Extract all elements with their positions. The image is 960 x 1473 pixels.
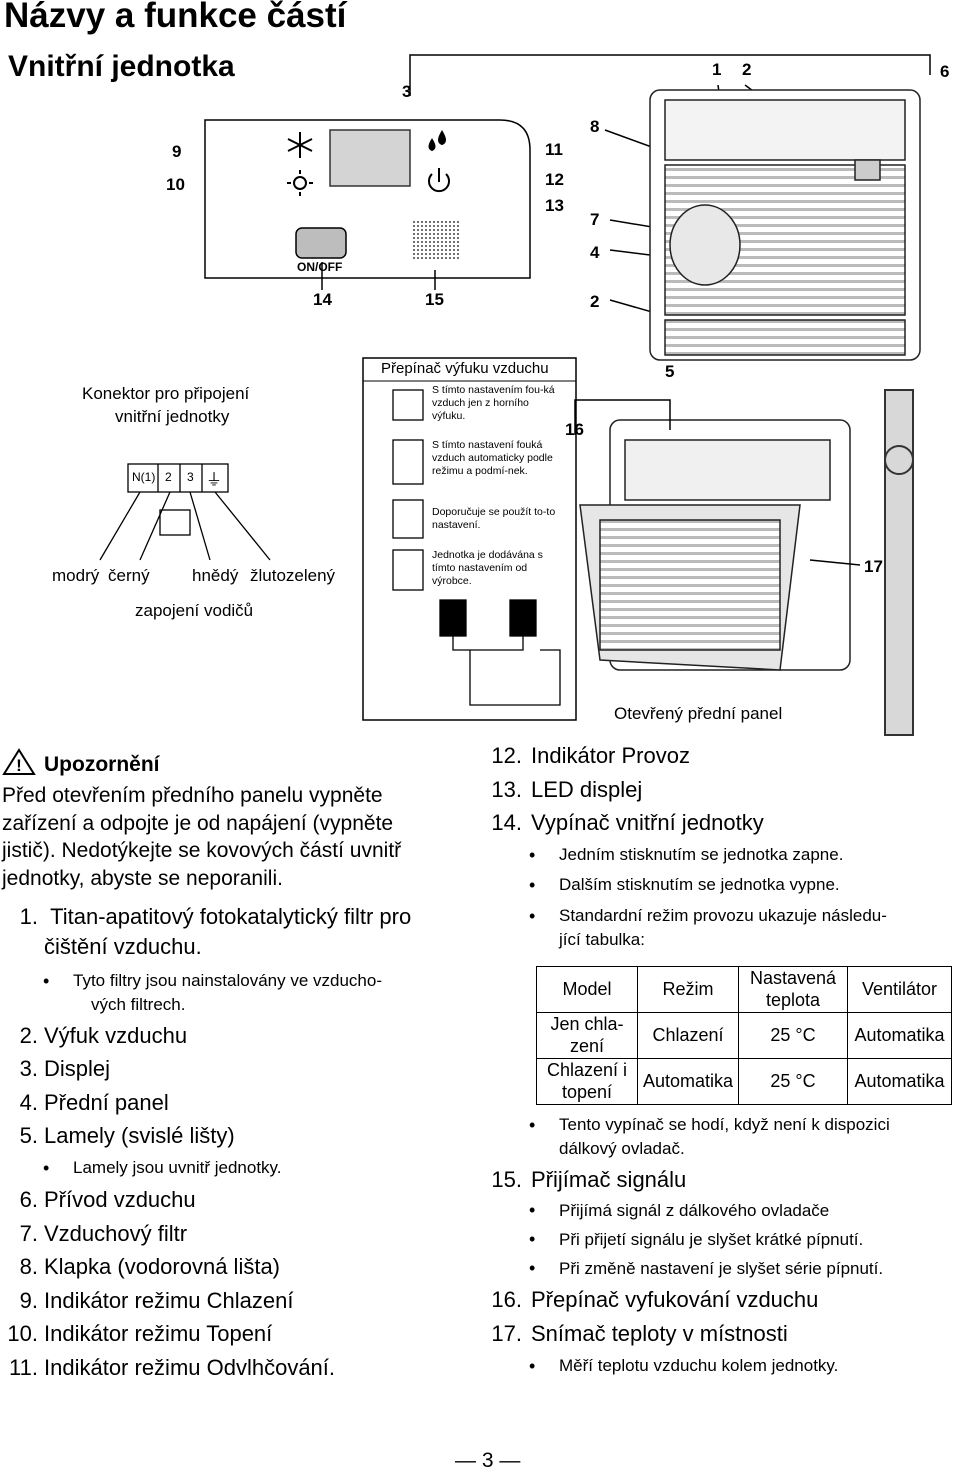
table-cell: Automatika xyxy=(847,1057,952,1105)
switch-option-1: S tímto nastavením fou-ká vzduch jen z h… xyxy=(432,384,555,422)
list-item-15-bullet-2: Při přijetí signálu je slyšet krátké píp… xyxy=(529,1225,958,1254)
terminal-n1: N(1) xyxy=(132,470,156,484)
list-item-6: 6.Přívod vzduchu xyxy=(19,1186,196,1212)
page-title: Názvy a funkce částí xyxy=(4,0,347,35)
warning-line-3: jistič). Nedotýkejte se kovových částí u… xyxy=(2,839,402,862)
list-item-14-bullet-4: Tento vypínač se hodí, když není k dispo… xyxy=(529,1113,958,1161)
callout-13: 13 xyxy=(545,196,564,215)
default-mode-table: Model Režim Nastavená teplota Ventilátor… xyxy=(536,965,952,1105)
connector-title-line2: vnitřní jednotky xyxy=(115,407,230,426)
list-item-17: 17.Snímač teploty v místnosti xyxy=(491,1320,788,1346)
callout-15: 15 xyxy=(425,290,444,309)
list-item-15-bullet-1: Přijímá signál z dálkového ovladače xyxy=(529,1196,958,1225)
list-item-11: 11.Indikátor režimu Odvlhčování. xyxy=(9,1354,336,1380)
indoor-unit-diagram xyxy=(99,54,931,736)
list-item-16: 16.Přepínač vyfukování vzduchu xyxy=(491,1287,819,1313)
list-item-17-bullet: Měří teplotu vzduchu kolem jednotky. xyxy=(529,1351,958,1381)
list-item-10: 10.Indikátor režimu Topení xyxy=(7,1321,273,1347)
table-cell: Automatika xyxy=(637,1057,739,1105)
list-item-1-cont: čištění vzduchu. xyxy=(44,933,202,959)
callout-4: 4 xyxy=(590,243,600,262)
list-item-7: 7.Vzduchový filtr xyxy=(19,1220,188,1246)
terminal-3: 3 xyxy=(187,470,194,484)
callout-10: 10 xyxy=(166,175,185,194)
callout-14: 14 xyxy=(313,290,332,309)
section-title: Vnitřní jednotka xyxy=(8,50,235,83)
list-item-15: 15.Přijímač signálu xyxy=(491,1166,687,1192)
table-header: Režim xyxy=(637,965,739,1013)
switch-option-4: Jednotka je dodávána s tímto nastavením … xyxy=(432,549,543,587)
callout-3: 3 xyxy=(402,82,412,101)
svg-text:!: ! xyxy=(16,756,22,775)
connector-title-line1: Konektor pro připojení xyxy=(82,384,250,403)
callout-1: 1 xyxy=(712,60,722,79)
open-panel-caption: Otevřený přední panel xyxy=(614,704,783,723)
warning-line-2: zařízení a odpojte je od napájení (vypně… xyxy=(2,811,394,835)
table-header: Ventilátor xyxy=(847,965,952,1013)
callout-12: 12 xyxy=(545,170,564,189)
list-item-14-bullet-2: Dalším stisknutím se jednotka vypne. xyxy=(529,870,958,900)
list-item-12: 12.Indikátor Provoz xyxy=(491,743,690,768)
table-cell: Automatika xyxy=(847,1011,952,1059)
list-item-8: 8.Klapka (vodorovná lišta) xyxy=(19,1254,281,1280)
right-list: 12.Indikátor Provoz 13.LED displej 14.Vy… xyxy=(488,739,958,1381)
list-item-14-bullet-1: Jedním stisknutím se jednotka zapne. xyxy=(529,840,958,870)
wire-color-blue: modrý xyxy=(52,566,100,585)
callout-7: 7 xyxy=(590,210,600,229)
warning-heading: Upozornění xyxy=(44,753,160,776)
list-item-9: 9.Indikátor režimu Chlazení xyxy=(19,1287,294,1313)
callout-6: 6 xyxy=(940,62,950,81)
warning-line-4: jednotky, abyste se neporanili. xyxy=(2,866,283,890)
list-item-1: 1. Titan-apatitový fotokatalytický filtr… xyxy=(19,904,412,929)
callout-9: 9 xyxy=(172,142,182,161)
list-item-5: 5.Lamely (svislé lišty) xyxy=(19,1123,235,1149)
list-item-14: 14.Vypínač vnitřní jednotky xyxy=(491,810,764,836)
table-cell: Jen chla-zení xyxy=(536,1011,638,1059)
callout-2-bottom: 2 xyxy=(590,292,600,311)
wire-color-brown: hnědý xyxy=(192,566,239,585)
ground-terminal-icon: ⏚ xyxy=(206,472,223,489)
table-cell: Chlazení xyxy=(637,1011,739,1059)
onoff-label: ON/OFF xyxy=(297,260,343,274)
list-item-5-bullet: Lamely jsou uvnitř jednotky. xyxy=(43,1153,480,1183)
terminal-2: 2 xyxy=(165,470,172,484)
list-item-15-bullet-3: Při změně nastavení je slyšet série pípn… xyxy=(529,1254,958,1283)
table-header: Model xyxy=(536,965,638,1013)
switch-option-2: S tímto nastavení fouká vzduch automatic… xyxy=(432,439,553,477)
callout-2: 2 xyxy=(742,60,752,79)
list-item-2: 2.Výfuk vzduchu xyxy=(19,1022,188,1048)
switch-box-title: Přepínač výfuku vzduchu xyxy=(381,360,549,377)
list-item-14-bullet-3: Standardní režim provozu ukazuje následu… xyxy=(529,904,958,952)
list-item-13: 13.LED displej xyxy=(491,776,643,802)
wiring-caption: zapojení vodičů xyxy=(135,601,254,620)
callout-8: 8 xyxy=(590,117,600,136)
table-row: Chlazení i topení Automatika 25 °C Autom… xyxy=(536,1057,952,1105)
callout-17: 17 xyxy=(864,557,883,576)
warning-line-1: Před otevřením předního panelu vypněte xyxy=(2,784,383,807)
left-list: 1. Titan-apatitový fotokatalytický filtr… xyxy=(0,900,480,1385)
list-item-4: 4.Přední panel xyxy=(19,1089,169,1115)
table-header: Nastavená teplota xyxy=(738,965,848,1013)
callout-16: 16 xyxy=(565,420,584,439)
list-item-1-bullet: Tyto filtry jsou nainstalovány ve vzduch… xyxy=(43,969,480,1017)
page-number: — 3 — xyxy=(455,1449,521,1472)
table-row: Jen chla-zení Chlazení 25 °C Automatika xyxy=(536,1011,952,1059)
table-cell: 25 °C xyxy=(738,1011,848,1059)
switch-option-3: Doporučuje se použít to-to nastavení. xyxy=(432,506,556,531)
wire-color-yellowgreen: žlutozelený xyxy=(250,566,336,585)
callout-5: 5 xyxy=(665,362,675,381)
warning-block: ! Upozornění Před otevřením předního pan… xyxy=(0,748,470,892)
list-item-3: 3.Displej xyxy=(19,1056,111,1082)
table-cell: 25 °C xyxy=(738,1057,848,1105)
callout-11: 11 xyxy=(545,140,563,159)
table-cell: Chlazení i topení xyxy=(536,1057,638,1105)
warning-icon: ! xyxy=(2,748,36,775)
wire-color-black: černý xyxy=(108,566,150,585)
